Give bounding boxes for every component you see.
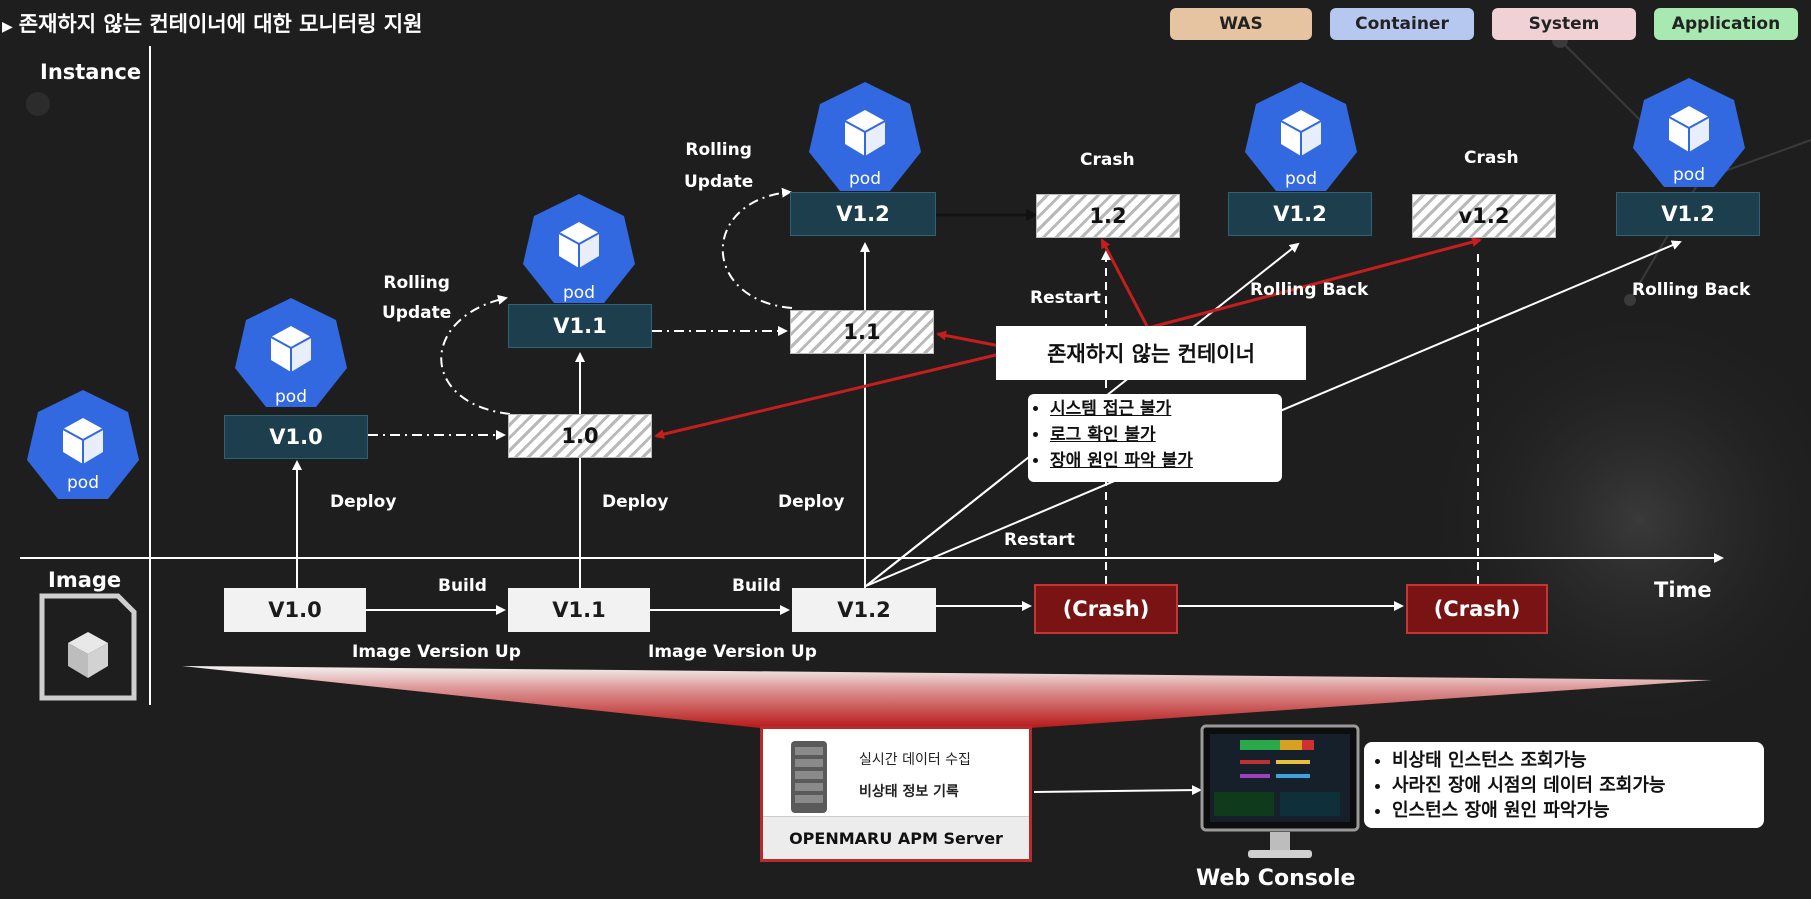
instance-crashed-v12: v1.2	[1412, 194, 1556, 238]
server-icon	[791, 741, 827, 813]
instance-v10: V1.0	[224, 415, 368, 459]
result-item: 인스턴스 장애 원인 파악가능	[1392, 798, 1764, 823]
legend-label: Application	[1671, 14, 1781, 34]
restart-label-1: Restart	[1030, 288, 1101, 308]
image-axis-label: Image	[48, 568, 122, 592]
instance-old-11: 1.1	[790, 310, 934, 354]
pod-label: pod	[849, 169, 881, 189]
restart-diagonal	[865, 479, 1001, 587]
deploy-label-3: Deploy	[778, 492, 845, 512]
deploy-label-1: Deploy	[330, 492, 397, 512]
collection-funnel	[182, 666, 1712, 728]
result-item: 사라진 장애 시점의 데이터 조회가능	[1392, 773, 1764, 798]
legend-container: Container	[1330, 8, 1474, 40]
problem-list: 시스템 접근 불가 로그 확인 불가 장애 원인 파악 불가	[1028, 394, 1282, 482]
build-label-1: Build	[438, 576, 487, 596]
pod-icon-v12c: pod	[1633, 78, 1745, 187]
background-glow	[1410, 290, 1811, 750]
crash-label-1: Crash	[1080, 150, 1135, 170]
image-v12: V1.2	[792, 588, 936, 632]
legend-was: WAS	[1170, 8, 1312, 40]
pod-label: pod	[67, 473, 99, 493]
problem-item: 로그 확인 불가	[1050, 422, 1282, 448]
red-arrow-to-11	[936, 330, 1001, 348]
red-arrow-to-10	[654, 352, 1001, 440]
image-crash-2: (Crash)	[1406, 584, 1548, 634]
rolling-update-label-text: Rolling Update	[382, 273, 452, 323]
legend-label: Container	[1355, 14, 1449, 34]
time-axis-label: Time	[1654, 578, 1712, 602]
instance-v12a: V1.2	[790, 192, 936, 236]
instance-crashed-12: 1.2	[1036, 194, 1180, 238]
instance-old-10: 1.0	[508, 414, 652, 458]
web-console-monitor-icon	[1200, 724, 1360, 858]
rolling-update-label-1: Rolling Update	[382, 268, 451, 328]
rolling-update-curve-2	[721, 187, 793, 309]
instance-v12b: V1.2	[1228, 192, 1372, 236]
pod-label: pod	[1285, 169, 1317, 189]
result-item: 비상태 인스턴스 조회가능	[1392, 748, 1764, 773]
rolling-back-label-1: Rolling Back	[1250, 280, 1369, 300]
results-list: 비상태 인스턴스 조회가능 사라진 장애 시점의 데이터 조회가능 인스턴스 장…	[1364, 742, 1764, 828]
image-v10: V1.0	[224, 588, 366, 632]
rolling-update-label-2: Rolling Update	[684, 134, 753, 198]
pod-icon-v11: pod	[523, 194, 635, 303]
apm-to-console-arrow	[1033, 785, 1202, 796]
instance-v11: V1.1	[508, 304, 652, 348]
apm-server-panel: 실시간 데이터 수집 비상태 정보 기록 OPENMARU APM Server	[760, 726, 1032, 862]
image-v11: V1.1	[508, 588, 650, 632]
image-version-up-label-2: Image Version Up	[648, 642, 817, 662]
restart-label-2: Restart	[1004, 530, 1075, 550]
pod-label: pod	[1673, 165, 1705, 185]
page-title: ▶ 존재하지 않는 컨테이너에 대한 모니터링 지원	[0, 8, 422, 38]
pod-icon-v12b: pod	[1245, 82, 1357, 191]
web-console-label: Web Console	[1196, 866, 1356, 891]
instance-v12c: V1.2	[1616, 192, 1760, 236]
apm-server-name: OPENMARU APM Server	[763, 816, 1029, 859]
image-crash-1: (Crash)	[1034, 584, 1178, 634]
page-title-text: 존재하지 않는 컨테이너에 대한 모니터링 지원	[18, 12, 423, 36]
build-label-2: Build	[732, 576, 781, 596]
pod-icon-v10: pod	[235, 298, 347, 407]
legend-system: System	[1492, 8, 1636, 40]
image-file-icon	[39, 593, 137, 701]
pod-icon-v12a: pod	[809, 82, 921, 191]
legend-application: Application	[1654, 8, 1798, 40]
pod-label: pod	[275, 387, 307, 407]
red-arrow-to-crash-12	[1100, 238, 1150, 329]
deploy-label-2: Deploy	[602, 492, 669, 512]
crash-label-2: Crash	[1464, 148, 1519, 168]
rolling-back-label-2: Rolling Back	[1632, 280, 1751, 300]
legend-label: System	[1528, 14, 1600, 34]
pod-label: pod	[563, 283, 595, 303]
rolling-update-label-text: Rolling Update	[684, 140, 754, 192]
instance-axis-label: Instance	[40, 60, 142, 84]
red-arrow-to-crash-v12	[1147, 237, 1482, 330]
image-version-up-label-1: Image Version Up	[352, 642, 521, 662]
rolling-update-curve-1	[440, 294, 511, 415]
problem-item: 시스템 접근 불가	[1050, 396, 1282, 422]
nonexistent-container-callout: 존재하지 않는 컨테이너	[996, 326, 1306, 380]
legend-label: WAS	[1219, 14, 1263, 34]
title-bullet-icon: ▶	[2, 19, 13, 35]
problem-item: 장애 원인 파악 불가	[1050, 448, 1282, 474]
pod-icon: pod	[27, 390, 139, 499]
apm-line-2: 비상태 정보 기록	[859, 784, 959, 800]
apm-line-1: 실시간 데이터 수집	[859, 752, 971, 768]
